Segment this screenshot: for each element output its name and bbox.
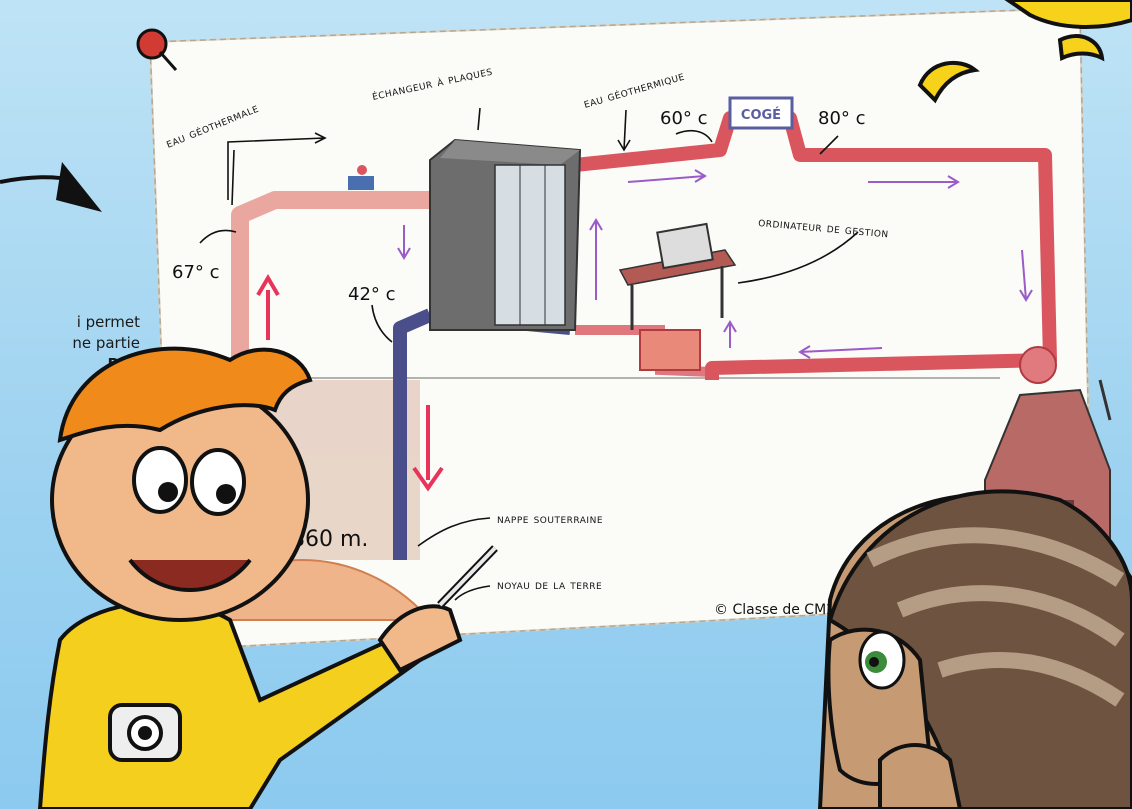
girl-character bbox=[817, 489, 1132, 809]
pump-icon bbox=[639, 329, 701, 371]
boy-character bbox=[37, 346, 498, 809]
computer-icon bbox=[618, 222, 737, 330]
circulation-arrows bbox=[397, 169, 1033, 359]
side-caption-line-1: i permet bbox=[76, 313, 140, 331]
valve-icon bbox=[348, 176, 374, 190]
side-caption-line-2: ne partie bbox=[72, 334, 140, 352]
label-nappe: nappe souterraine bbox=[497, 512, 603, 527]
heat-exchanger-icon bbox=[429, 138, 582, 331]
pointer-arrow bbox=[0, 162, 102, 212]
cogeneration-box: COGÉ bbox=[728, 96, 794, 130]
flow-down-arrow bbox=[412, 405, 444, 492]
label-noyau: noyau de la terre bbox=[497, 578, 602, 593]
temp-42: 42° c bbox=[348, 284, 396, 305]
temp-80: 80° c bbox=[818, 108, 866, 129]
credit-label: © Classe de CM2 bbox=[714, 602, 835, 618]
annotation-lines bbox=[199, 107, 859, 601]
pushpin-icon bbox=[136, 28, 178, 71]
flow-up-arrow bbox=[256, 274, 280, 340]
geothermal-pipe bbox=[231, 165, 435, 360]
temp-67: 67° c bbox=[172, 262, 220, 283]
coge-label: COGÉ bbox=[741, 107, 781, 123]
temp-60: 60° c bbox=[660, 108, 708, 129]
